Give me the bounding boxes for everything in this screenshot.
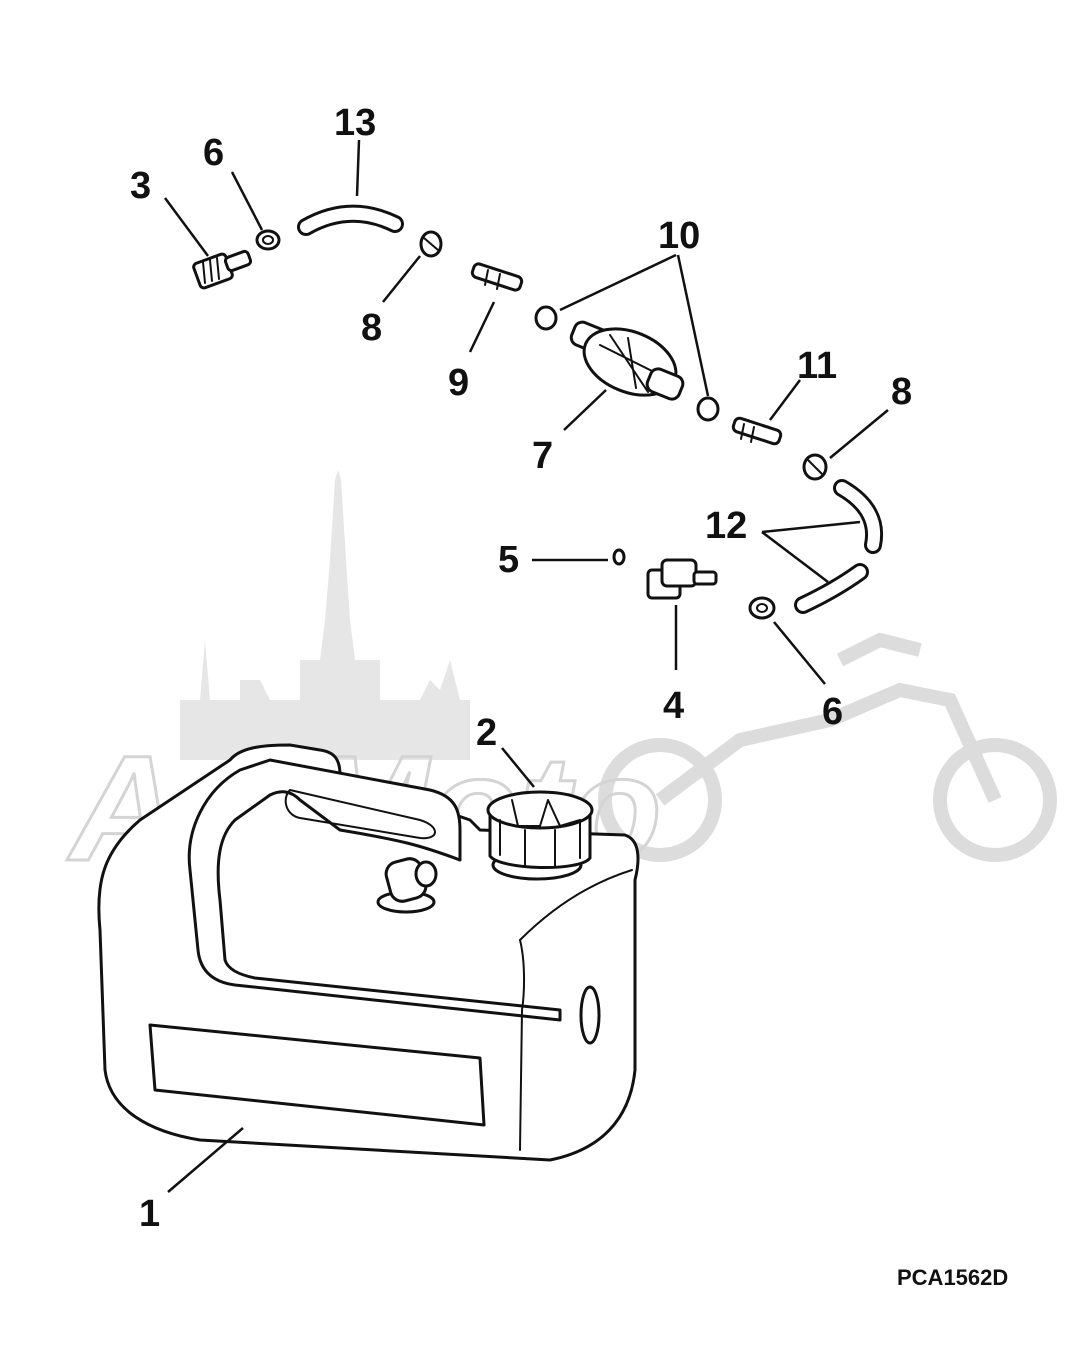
part-10-clamp-a <box>534 305 558 331</box>
callout-3: 3 <box>130 165 151 207</box>
leader-13 <box>355 139 361 197</box>
leader-6-top <box>230 171 264 231</box>
leader-9 <box>468 301 496 353</box>
callout-13: 13 <box>334 102 376 144</box>
part-6-clamp-bottom <box>748 596 776 620</box>
drawing-code: PCA1562D <box>897 1265 1008 1290</box>
leader-12-b <box>761 531 829 583</box>
part-11-connector <box>731 416 783 446</box>
part-6-clamp-top <box>255 229 281 251</box>
part-5-o-ring <box>612 548 626 566</box>
callout-4: 4 <box>663 685 684 727</box>
part-7-primer-bulb <box>569 320 685 401</box>
callout-labels: 3 6 13 8 9 10 7 11 8 12 5 4 6 2 1 <box>130 102 912 1235</box>
callout-6-top: 6 <box>203 132 224 174</box>
callout-1: 1 <box>139 1193 160 1235</box>
part-10-clamp-b <box>696 396 720 422</box>
callout-8-top: 8 <box>361 307 382 349</box>
part-13-hose <box>297 204 404 236</box>
leader-10-a <box>559 253 677 312</box>
part-12-hoses <box>794 479 883 614</box>
leader-3 <box>163 197 210 257</box>
callout-2: 2 <box>476 712 497 754</box>
leader-10-b <box>676 254 710 397</box>
callout-10: 10 <box>658 215 700 257</box>
part-3-fitting <box>192 249 253 290</box>
callout-9: 9 <box>448 362 469 404</box>
leader-8-right <box>829 409 889 459</box>
part-8-clamp-right <box>802 453 828 481</box>
part-8-clamp-top <box>419 230 443 258</box>
leader-8-top <box>382 255 421 303</box>
callout-8-right: 8 <box>891 371 912 413</box>
callout-7: 7 <box>532 435 553 477</box>
callout-6-bottom: 6 <box>822 691 843 733</box>
leader-2 <box>501 747 535 788</box>
part-2-cap <box>486 790 594 870</box>
callout-12: 12 <box>705 505 747 547</box>
part-9-connector <box>470 262 524 292</box>
callout-11: 11 <box>797 345 837 387</box>
leader-lines <box>163 139 889 1193</box>
part-4-tank-connector <box>646 558 718 600</box>
leader-6-bottom <box>773 621 826 685</box>
callout-5: 5 <box>498 539 519 581</box>
leader-11 <box>769 379 801 421</box>
leader-12-a <box>761 520 861 534</box>
leader-1 <box>167 1127 244 1193</box>
leader-7 <box>563 389 607 431</box>
